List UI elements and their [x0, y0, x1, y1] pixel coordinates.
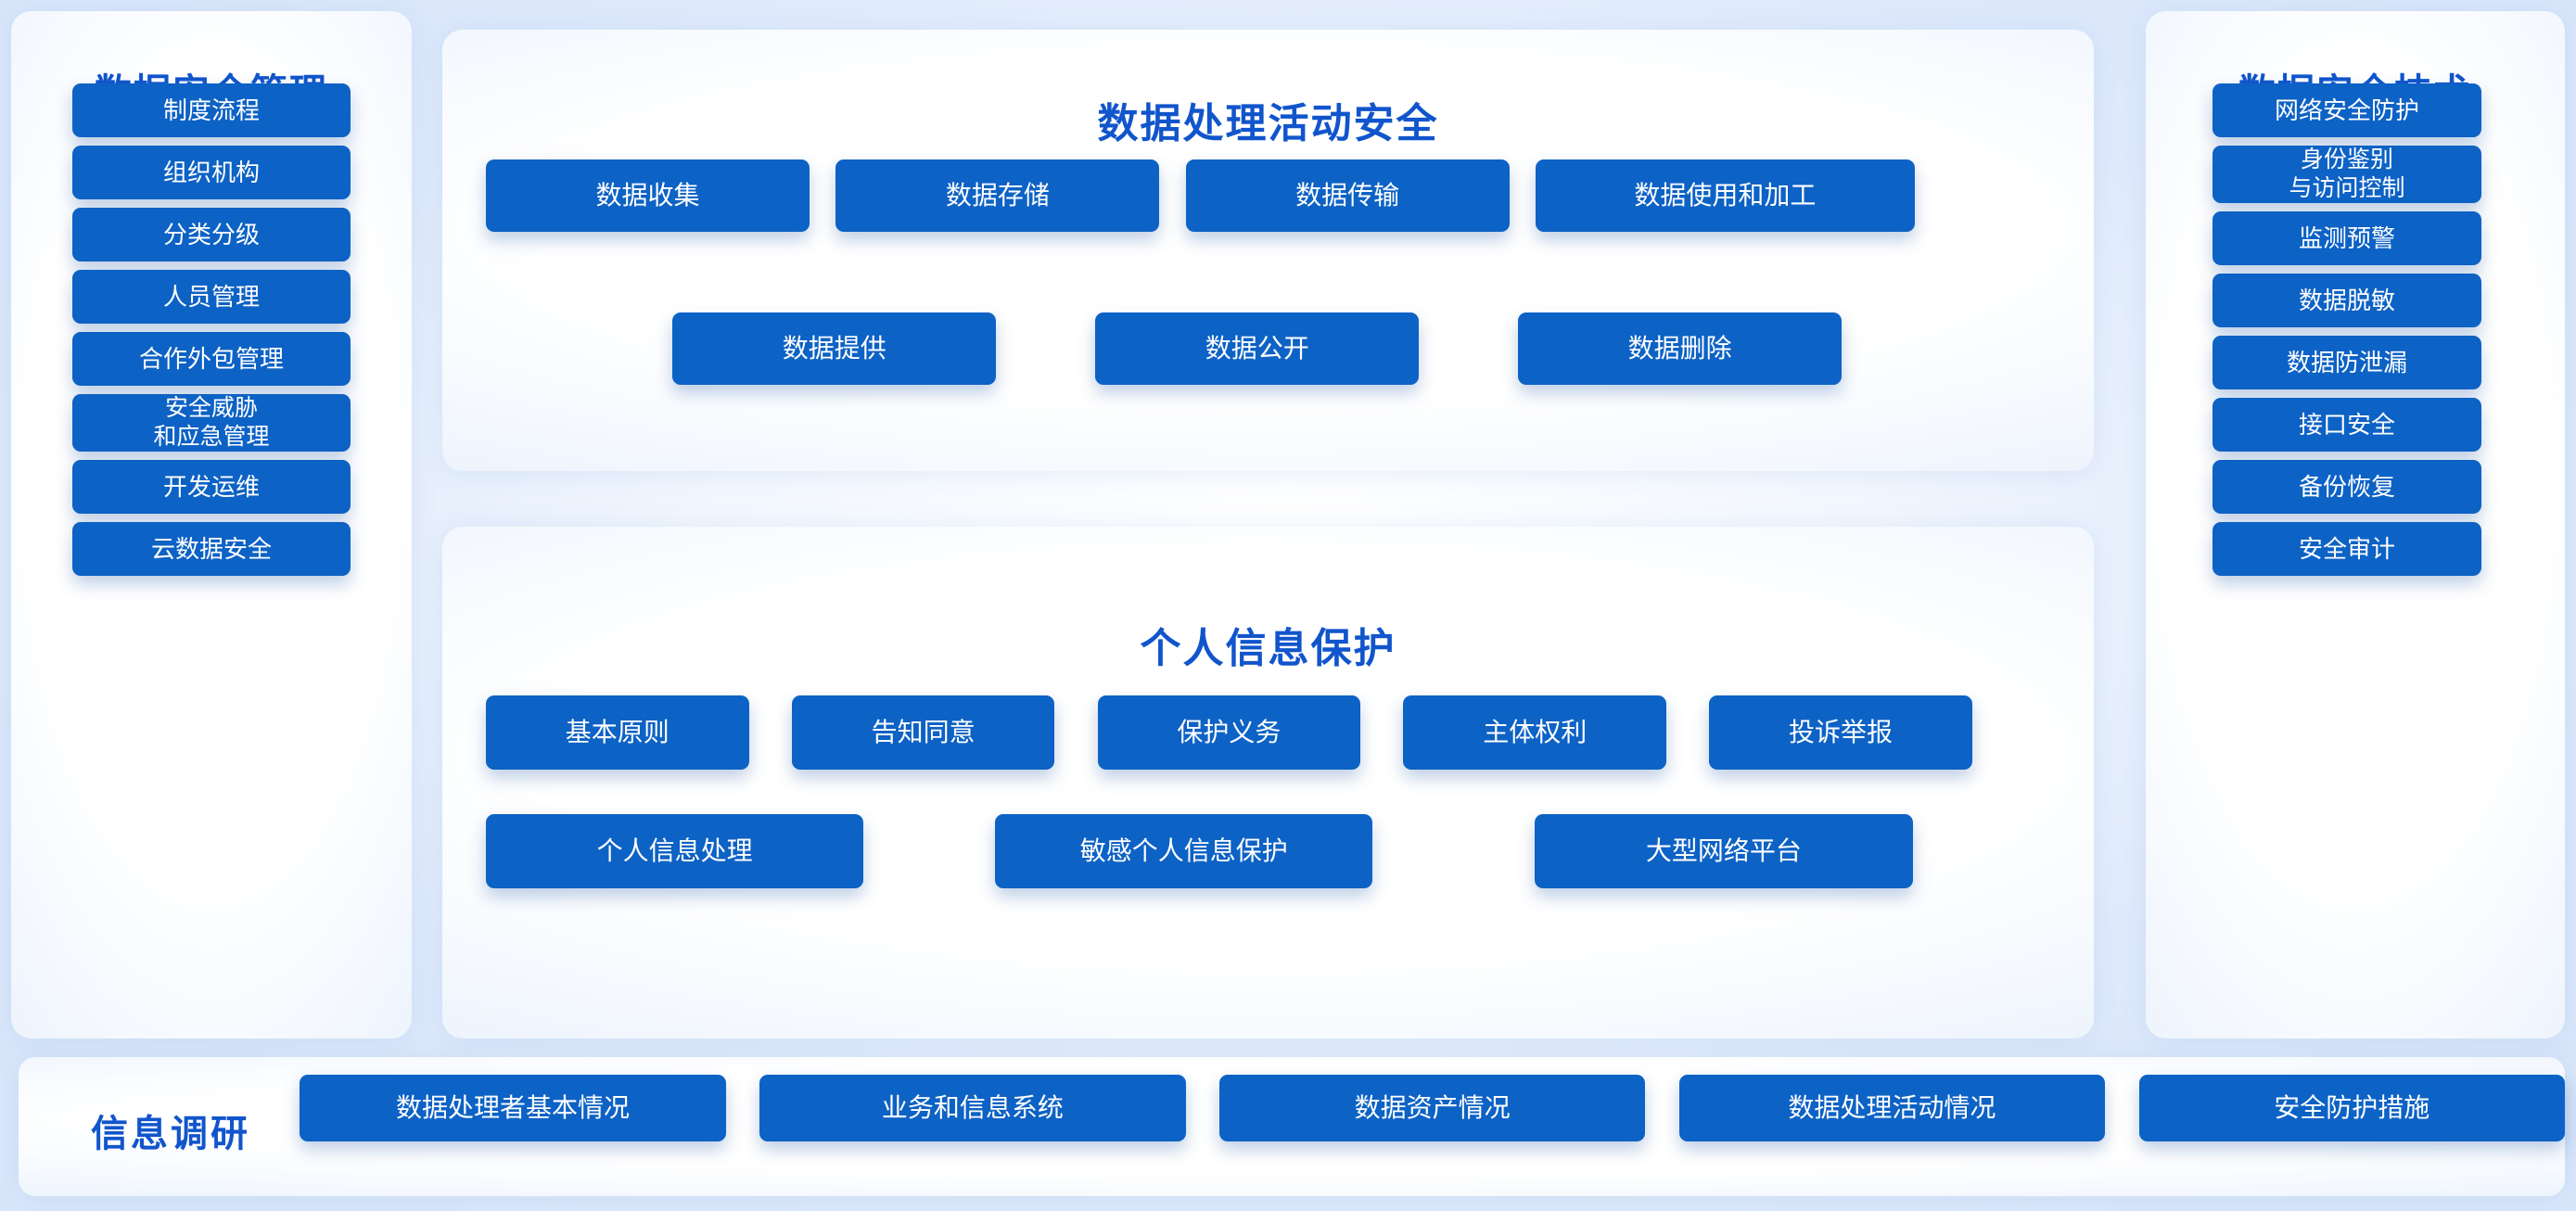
research-item-数据资产情况[interactable]: 数据资产情况 [1218, 1075, 1646, 1141]
pip-item-个人信息处理[interactable]: 个人信息处理 [486, 814, 864, 888]
right-item-监测预警[interactable]: 监测预警 [2213, 211, 2481, 265]
processing-item-数据存储[interactable]: 数据存储 [835, 159, 1160, 232]
processing-item-数据删除[interactable]: 数据删除 [1518, 312, 1843, 385]
processing-item-数据提供[interactable]: 数据提供 [672, 312, 997, 385]
pip-item-告知同意[interactable]: 告知同意 [791, 695, 1055, 770]
processing-item-数据传输[interactable]: 数据传输 [1185, 159, 1510, 232]
right-item-备份恢复[interactable]: 备份恢复 [2213, 460, 2481, 514]
right-item-数据防泄漏[interactable]: 数据防泄漏 [2213, 336, 2481, 389]
pip-item-主体权利[interactable]: 主体权利 [1403, 695, 1667, 770]
pip-item-大型网络平台[interactable]: 大型网络平台 [1535, 814, 1913, 888]
pip-item-敏感个人信息保护[interactable]: 敏感个人信息保护 [995, 814, 1373, 888]
left-item-云数据安全[interactable]: 云数据安全 [72, 522, 351, 576]
left-item-制度流程[interactable]: 制度流程 [72, 83, 351, 137]
center-top-panel-title: 数据处理活动安全 [1097, 100, 1439, 147]
center-bottom-panel-title: 个人信息保护 [1140, 625, 1396, 671]
right-item-身份鉴别与访问控制[interactable]: 身份鉴别 与访问控制 [2213, 146, 2481, 203]
processing-item-数据公开[interactable]: 数据公开 [1095, 312, 1420, 385]
left-item-安全威胁和应急管理[interactable]: 安全威胁 和应急管理 [72, 394, 351, 452]
processing-item-数据收集[interactable]: 数据收集 [486, 159, 810, 232]
research-item-数据处理者基本情况[interactable]: 数据处理者基本情况 [300, 1075, 726, 1141]
left-item-人员管理[interactable]: 人员管理 [72, 270, 351, 324]
research-item-安全防护措施[interactable]: 安全防护措施 [2138, 1075, 2565, 1141]
right-item-安全审计[interactable]: 安全审计 [2213, 522, 2481, 576]
research-item-数据处理活动情况[interactable]: 数据处理活动情况 [1678, 1075, 2106, 1141]
right-item-数据脱敏[interactable]: 数据脱敏 [2213, 274, 2481, 327]
pip-item-保护义务[interactable]: 保护义务 [1097, 695, 1361, 770]
left-item-开发运维[interactable]: 开发运维 [72, 460, 351, 514]
right-item-接口安全[interactable]: 接口安全 [2213, 398, 2481, 452]
pip-item-投诉举报[interactable]: 投诉举报 [1709, 695, 1972, 770]
data-processing-activity-security-panel: 数据处理活动安全 数据收集数据存储数据传输数据使用和加工数据提供 数据公开 数据删除 [442, 30, 2094, 471]
left-item-分类分级[interactable]: 分类分级 [72, 208, 351, 261]
bottom-bar-title: 信息调研 [91, 1114, 250, 1154]
processing-item-数据使用和加工[interactable]: 数据使用和加工 [1536, 159, 1915, 232]
information-research-bar: 信息调研 数据处理者基本情况业务和信息系统数据资产情况数据处理活动情况安全防护措… [19, 1057, 2565, 1196]
pip-item-基本原则[interactable]: 基本原则 [486, 695, 749, 770]
right-item-网络安全防护[interactable]: 网络安全防护 [2213, 83, 2481, 137]
research-item-业务和信息系统[interactable]: 业务和信息系统 [759, 1075, 1186, 1141]
left-item-组织机构[interactable]: 组织机构 [72, 146, 351, 199]
left-item-合作外包管理[interactable]: 合作外包管理 [72, 332, 351, 386]
personal-information-protection-panel: 个人信息保护 基本原则告知同意保护义务主体权利投诉举报个人信息处理 敏感个人信息保… [442, 527, 2094, 1039]
